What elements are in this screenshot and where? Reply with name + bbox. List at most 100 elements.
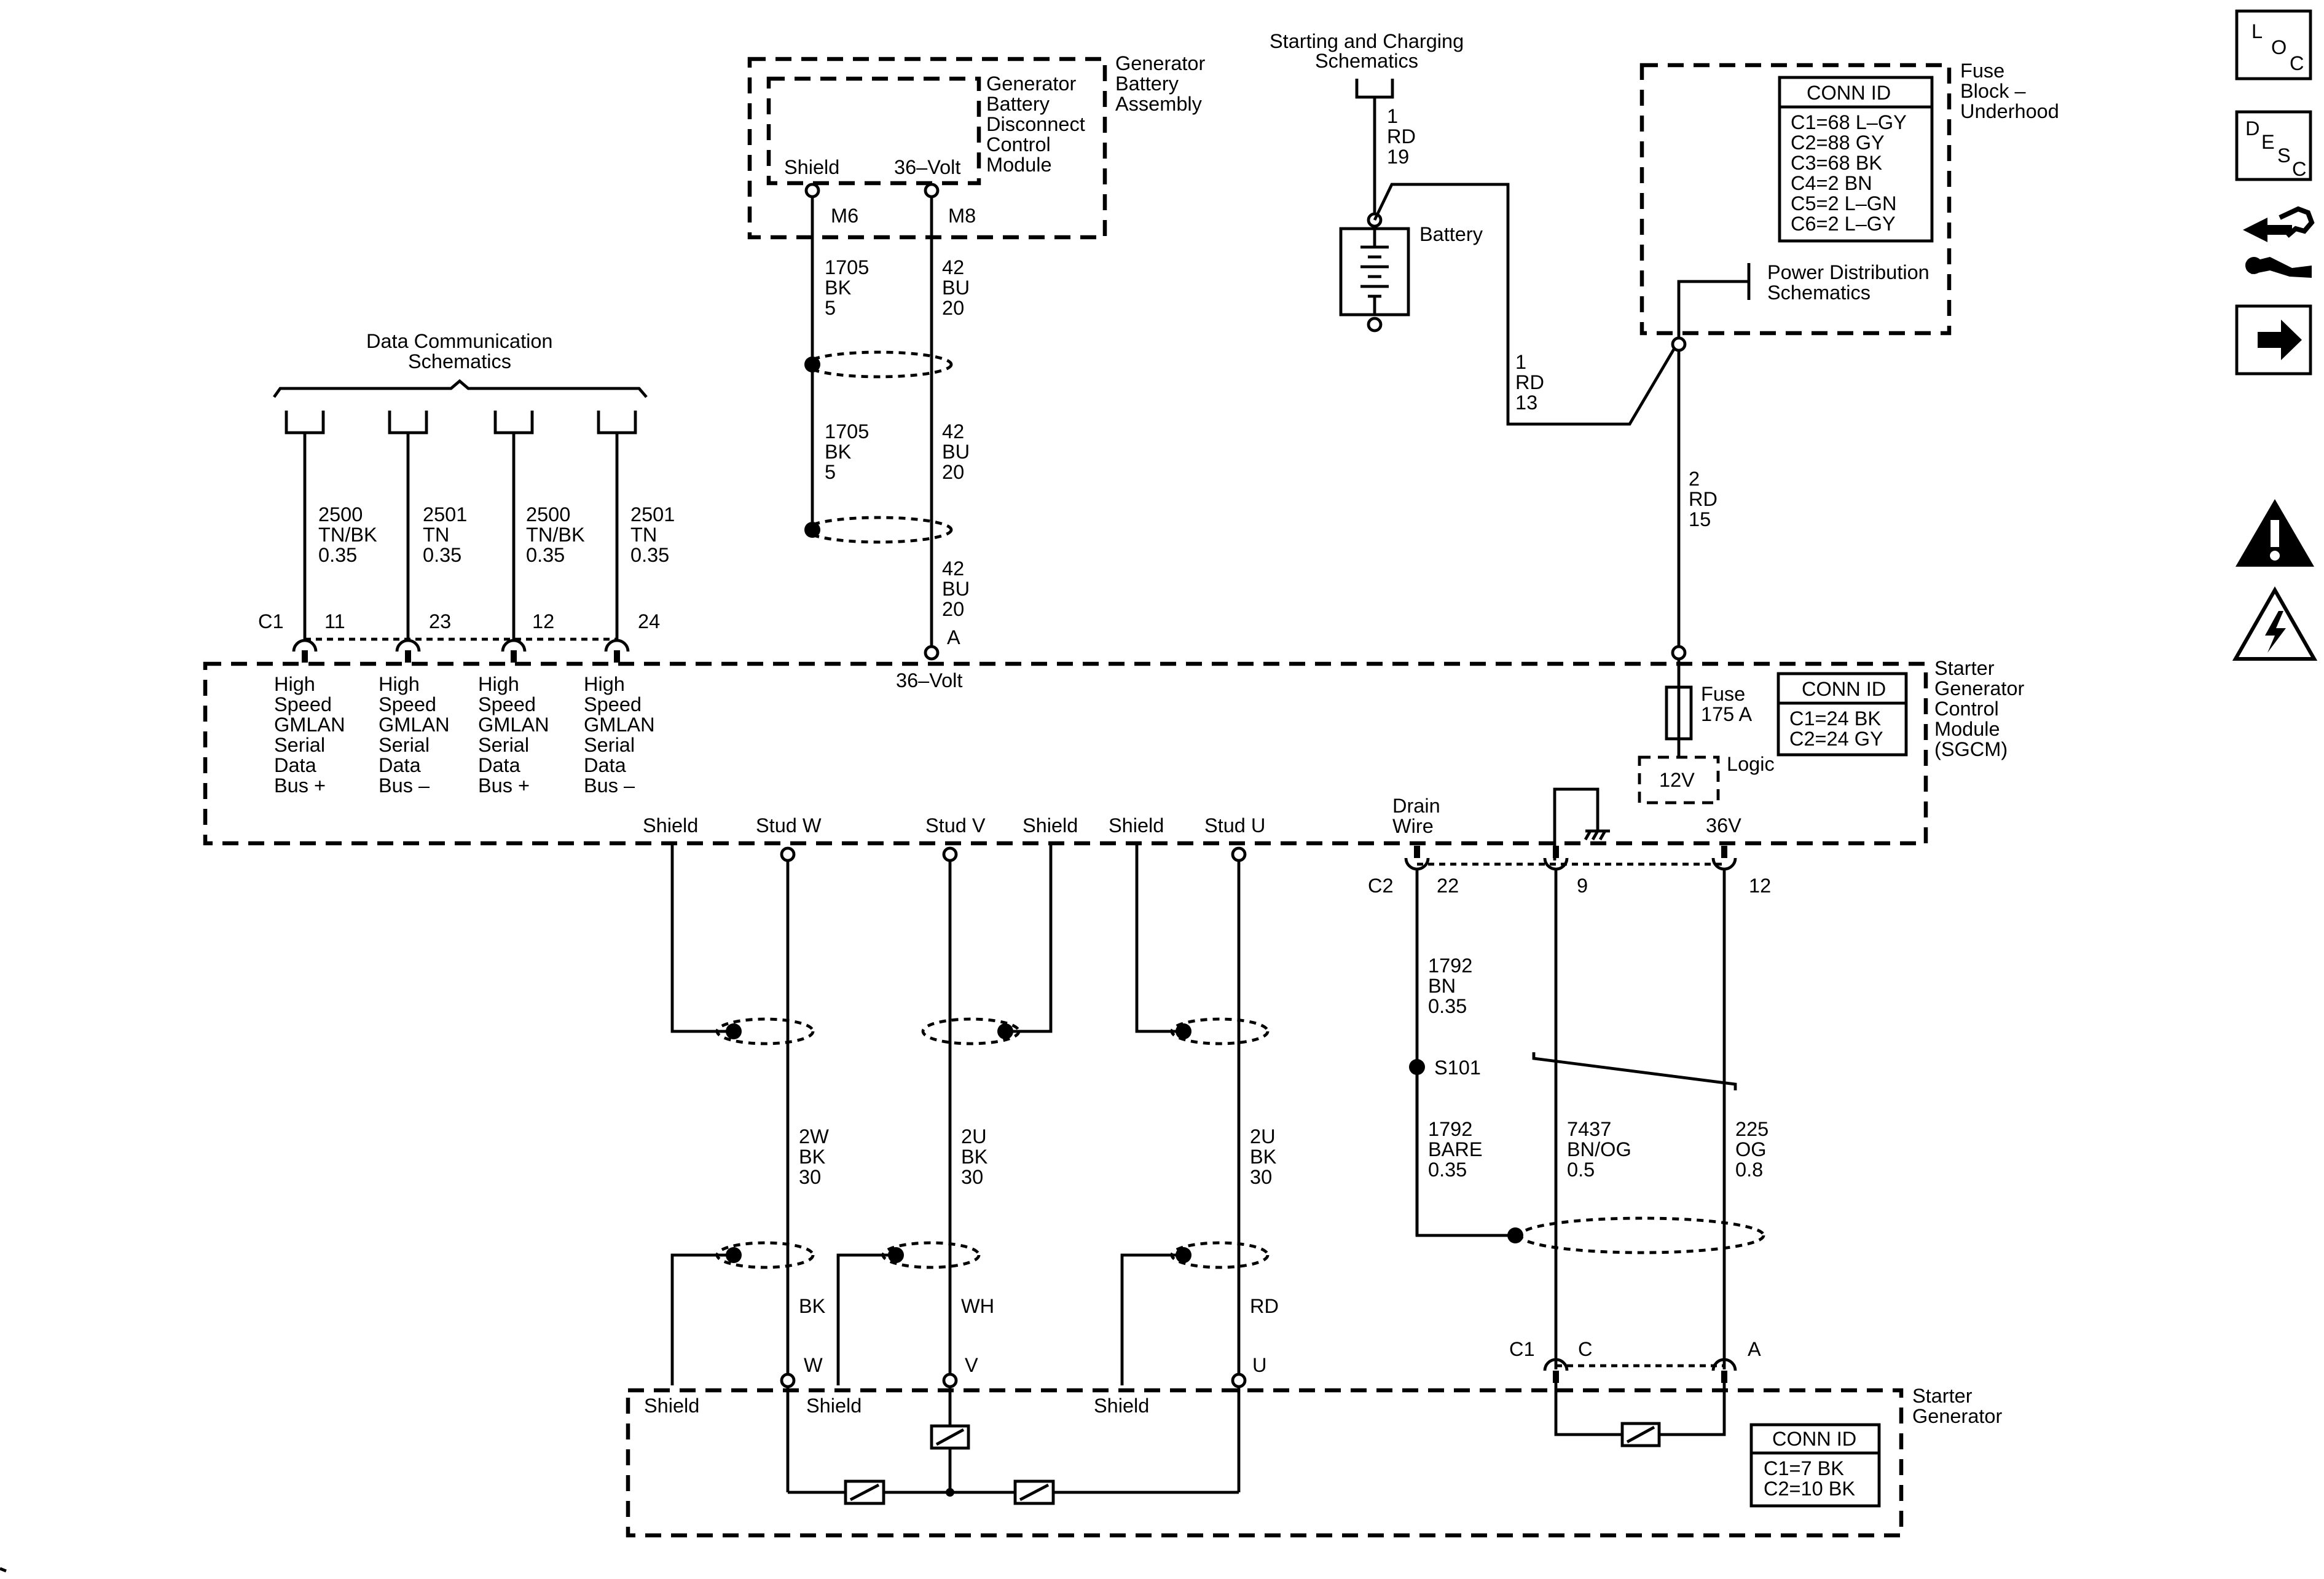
starter-pin-u: U: [1252, 1354, 1266, 1376]
shield-v-upper-drain: [1007, 845, 1053, 1033]
svg-text:Data: Data: [478, 754, 521, 776]
svg-text:C4=2 BN: C4=2 BN: [1791, 172, 1872, 194]
shield-v-lower-drain: [836, 1253, 895, 1385]
diagnostic-procedure-icon[interactable]: [2243, 206, 2315, 278]
phase-w-lower-shield-ellipse: [715, 1241, 815, 1269]
starter-c1-connector: C1: [1509, 1338, 1535, 1360]
svg-text:Bus +: Bus +: [478, 774, 530, 797]
c2-pin-12: 12: [1749, 875, 1771, 897]
svg-text:RD: RD: [1689, 488, 1717, 510]
phase-v-color-label: WH: [961, 1295, 994, 1317]
svg-text:0.35: 0.35: [1428, 1159, 1467, 1181]
svg-text:175 A: 175 A: [1701, 703, 1752, 725]
sgcm-drain-wire-label: Drain Wire: [1392, 795, 1440, 837]
shield-splice-dot: [997, 1023, 1013, 1039]
c1-pin-12: 12: [532, 610, 554, 632]
svg-text:0.35: 0.35: [1428, 995, 1467, 1017]
svg-text:30: 30: [799, 1166, 821, 1188]
data-comm-label: Data Communication Schematics: [366, 330, 552, 372]
pin-m6-terminal: [804, 183, 820, 199]
wire-label-1-rd-19: 1 RD 19: [1387, 105, 1416, 168]
svg-text:C5=2 L–GN: C5=2 L–GN: [1791, 192, 1897, 215]
c1-pin-24: 24: [638, 610, 660, 632]
description-view-icon[interactable]: D E S C: [2235, 110, 2312, 181]
svg-text:C2=10 BK: C2=10 BK: [1764, 1478, 1855, 1500]
svg-text:C1=24 BK: C1=24 BK: [1789, 707, 1881, 730]
svg-text:Schematics: Schematics: [408, 350, 511, 372]
sgcm-gmlan-desc-2: High Speed GMLAN Serial Data Bus –: [379, 673, 450, 797]
warning-icon[interactable]: [2236, 499, 2314, 567]
svg-text:Bus –: Bus –: [584, 774, 635, 797]
gbdcm-shield-pin-label: Shield: [784, 156, 839, 178]
location-view-icon[interactable]: L O C: [2235, 9, 2312, 81]
sgcm-gmlan-desc-3: High Speed GMLAN Serial Data Bus +: [478, 673, 549, 797]
generator-battery-assembly-box: [747, 57, 1107, 240]
sgcm-stud-v-label: Stud V: [925, 814, 986, 837]
fuse-block-output-terminal: [1671, 336, 1687, 352]
svg-text:TN/BK: TN/BK: [526, 524, 585, 546]
svg-text:1792: 1792: [1428, 1118, 1472, 1140]
svg-text:TN: TN: [630, 524, 657, 546]
svg-text:Module: Module: [1934, 718, 2000, 740]
splice-s101-label: S101: [1434, 1057, 1481, 1079]
c2-pin-9: 9: [1577, 875, 1588, 897]
wire-label-2u-v: 2U BK 30: [961, 1125, 988, 1188]
wire-label-1-rd-13: 1 RD 13: [1515, 351, 1544, 414]
svg-text:1705: 1705: [825, 420, 869, 443]
svg-text:1705: 1705: [825, 256, 869, 278]
svg-text:Fuse: Fuse: [1960, 60, 2004, 82]
sgcm-conn-id-table: CONN ID C1=24 BK C2=24 GY: [1776, 672, 1908, 757]
svg-text:0.8: 0.8: [1735, 1159, 1763, 1181]
svg-text:Serial: Serial: [274, 734, 325, 756]
twisted-pair-marker: [1532, 1052, 1737, 1090]
wire-label-225: 225 OG 0.8: [1735, 1118, 1769, 1181]
battery-cells-icon: [1360, 229, 1389, 315]
svg-text:Serial: Serial: [478, 734, 529, 756]
svg-text:Disconnect: Disconnect: [986, 113, 1085, 135]
sgcm-logic-label: Logic: [1727, 753, 1775, 775]
svg-text:5: 5: [825, 297, 836, 319]
svg-text:Bus –: Bus –: [379, 774, 430, 797]
wire-label-1705-upper: 1705 BK 5: [825, 256, 869, 319]
svg-text:30: 30: [1250, 1166, 1272, 1188]
wire-label-2u-u: 2U BK 30: [1250, 1125, 1277, 1188]
svg-text:TN/BK: TN/BK: [318, 524, 377, 546]
shield-splice-dot: [1176, 1247, 1191, 1263]
svg-text:1: 1: [1387, 105, 1398, 127]
svg-text:BU: BU: [942, 578, 970, 600]
starting-charging-connector: [1355, 79, 1394, 99]
generator-battery-assembly-label: Generator Battery Assembly: [1115, 52, 1206, 115]
svg-text:Serial: Serial: [584, 734, 635, 756]
svg-text:Underhood: Underhood: [1960, 100, 2059, 122]
starter-shield-label-1: Shield: [644, 1395, 699, 1417]
wire-label-2501-a: 2501 TN 0.35: [423, 503, 467, 566]
shield-u-lower-drain: [1120, 1253, 1184, 1385]
svg-text:Module: Module: [986, 154, 1052, 176]
svg-text:Serial: Serial: [379, 734, 430, 756]
svg-text:Speed: Speed: [274, 693, 332, 715]
electrical-hazard-icon[interactable]: [2232, 586, 2318, 661]
shield-splice-dot: [1176, 1023, 1191, 1039]
phase-w-color-label: BK: [799, 1295, 826, 1317]
sgcm-gmlan-desc-1: High Speed GMLAN Serial Data Bus +: [274, 673, 345, 797]
svg-text:20: 20: [942, 598, 964, 620]
svg-text:2: 2: [1689, 468, 1700, 490]
shield-splice-dot: [804, 356, 820, 372]
data-comm-bracket: [273, 379, 648, 398]
twisted-pair-shield-ellipse: [804, 516, 953, 544]
wire-label-1705-lower: 1705 BK 5: [825, 420, 869, 483]
svg-text:7437: 7437: [1567, 1118, 1611, 1140]
svg-text:13: 13: [1515, 392, 1537, 414]
svg-text:Generator: Generator: [1934, 677, 2025, 699]
svg-text:Speed: Speed: [584, 693, 642, 715]
next-arrow-icon[interactable]: [2235, 304, 2312, 376]
svg-text:BU: BU: [942, 441, 970, 463]
wire-label-42-middle: 42 BU 20: [942, 420, 970, 483]
svg-text:Wire: Wire: [1392, 815, 1434, 837]
svg-text:BK: BK: [825, 277, 852, 299]
fuse-block-conn-id-table: CONN ID C1=68 L–GY C2=88 GY C3=68 BK C4=…: [1778, 76, 1934, 243]
sgcm-stud-u-label: Stud U: [1204, 814, 1265, 837]
sgcm-36v-out-label: 36V: [1706, 814, 1741, 837]
gbdcm-pin-m6: M6: [831, 205, 858, 227]
sgcm-stud-w-label: Stud W: [756, 814, 822, 837]
